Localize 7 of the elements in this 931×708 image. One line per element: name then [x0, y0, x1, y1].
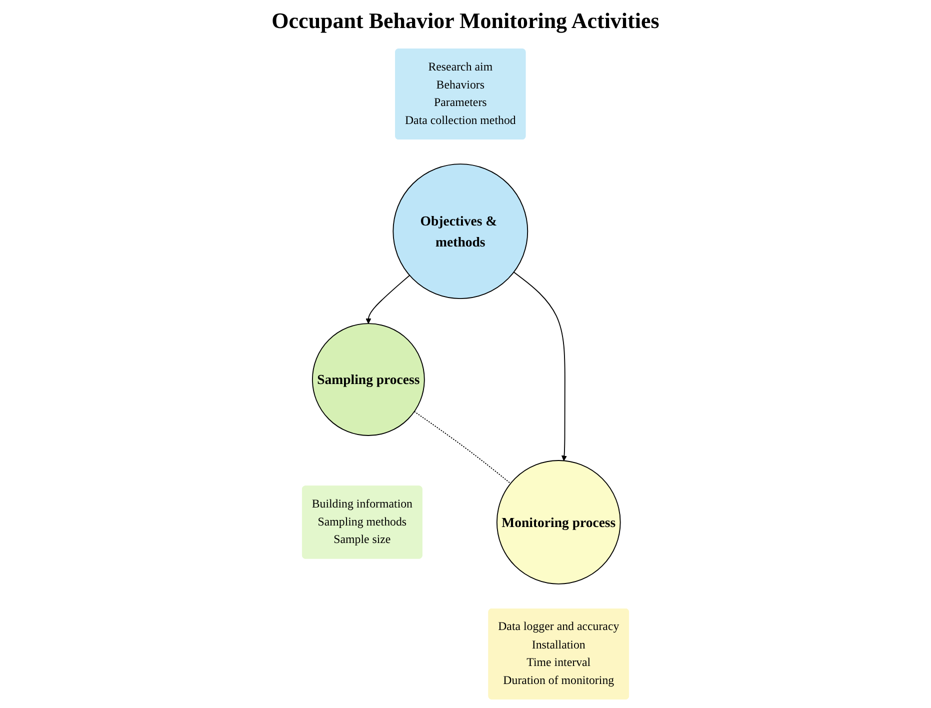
connector — [414, 411, 512, 484]
node-circle: Objectives & methods — [392, 164, 528, 299]
arrow — [366, 274, 410, 324]
diagram-title: Occupant Behavior Monitoring Activities — [270, 8, 660, 34]
arrow — [513, 272, 567, 461]
node-circle: Sampling process — [312, 323, 425, 436]
node-circle: Monitoring process — [496, 460, 621, 584]
